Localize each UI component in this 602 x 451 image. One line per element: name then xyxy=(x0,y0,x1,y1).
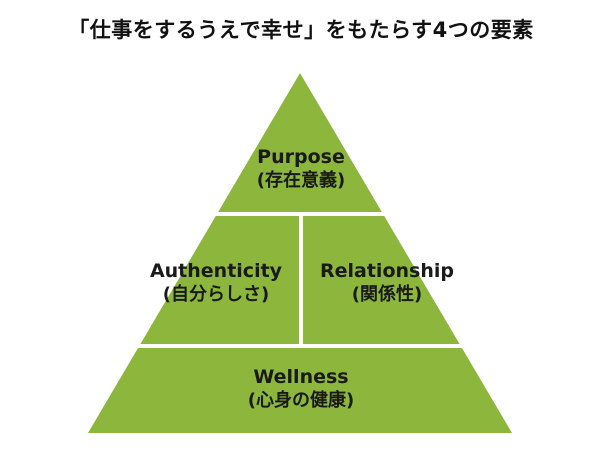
level-relationship: Relationship (関係性) xyxy=(308,260,466,306)
level-authenticity: Authenticity (自分らしさ) xyxy=(140,260,292,306)
level-wellness-ja: (心身の健康) xyxy=(247,389,355,411)
level-wellness-en: Wellness xyxy=(253,366,349,388)
level-authenticity-en: Authenticity xyxy=(149,260,283,282)
level-purpose-ja: (存在意義) xyxy=(256,169,346,191)
page-title: 「仕事をするうえで幸せ」をもたらす4つの要素 xyxy=(68,18,534,42)
level-authenticity-ja: (自分らしさ) xyxy=(162,283,270,305)
level-purpose-en: Purpose xyxy=(257,146,345,168)
level-relationship-ja: (関係性) xyxy=(351,283,423,305)
level-purpose: Purpose (存在意義) xyxy=(200,146,402,192)
level-relationship-en: Relationship xyxy=(320,260,454,282)
level-wellness: Wellness (心身の健康) xyxy=(190,366,412,412)
